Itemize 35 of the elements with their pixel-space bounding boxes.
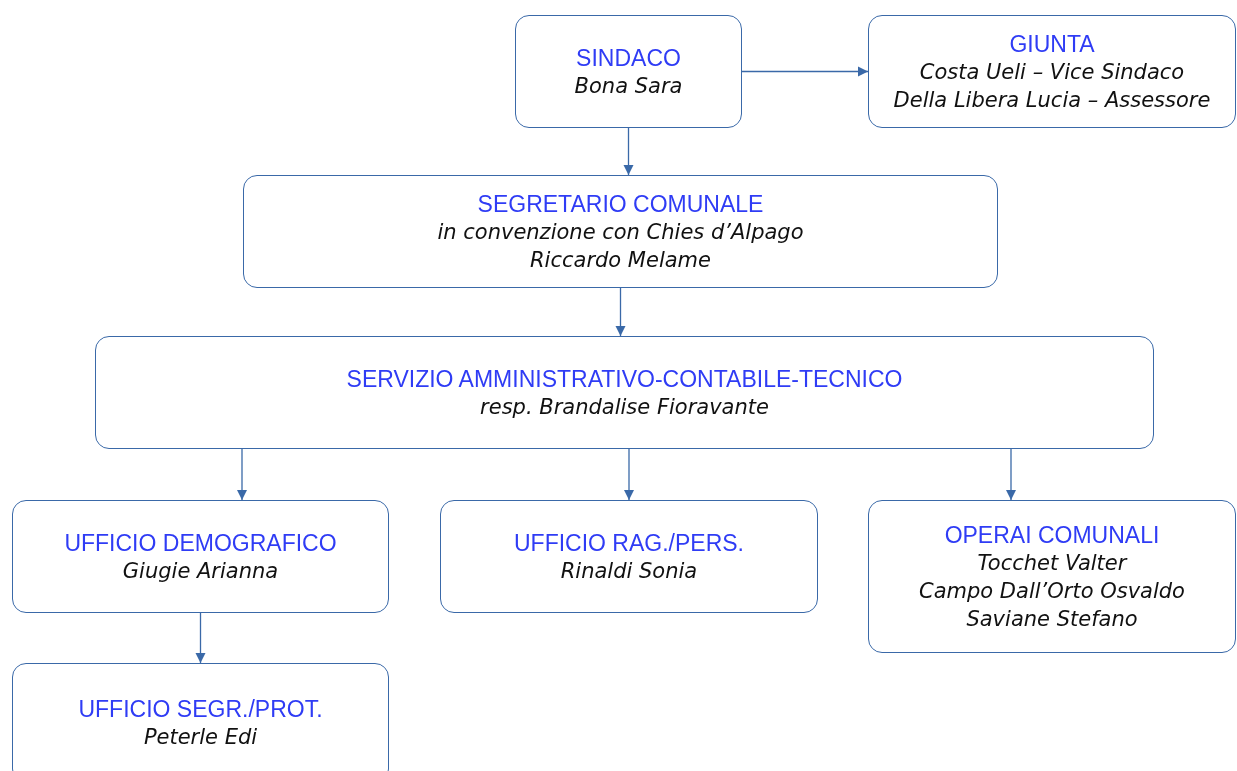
person-name: in convenzione con Chies d’Alpago <box>437 218 804 246</box>
office-title: SERVIZIO AMMINISTRATIVO-CONTABILE-TECNICO <box>346 364 903 393</box>
person-name: Della Libera Lucia – Assessore <box>893 86 1211 114</box>
office-title: UFFICIO RAG./PERS. <box>514 528 744 557</box>
org-box <box>12 663 389 771</box>
person-name: Campo Dall’Orto Osvaldo <box>919 577 1185 605</box>
office-title: SINDACO <box>576 43 681 72</box>
office-title: SEGRETARIO COMUNALE <box>477 189 764 218</box>
arrow <box>236 448 248 501</box>
person-name: resp. Brandalise Fioravante <box>480 393 769 421</box>
office-title: UFFICIO SEGR./PROT. <box>78 695 323 723</box>
org-box <box>868 15 1236 128</box>
person-name: Peterle Edi <box>143 724 258 751</box>
org-box <box>440 500 818 613</box>
person-name: Riccardo Melame <box>530 246 711 274</box>
arrow <box>195 612 206 664</box>
org-box <box>515 15 742 128</box>
org-box <box>868 500 1236 653</box>
person-name: Rinaldi Sonia <box>560 557 698 585</box>
arrow <box>623 127 634 176</box>
org-box <box>12 500 389 613</box>
arrow <box>615 287 626 337</box>
office-title: GIUNTA <box>1009 29 1095 58</box>
arrow <box>623 448 635 501</box>
office-title: UFFICIO DEMOGRAFICO <box>64 528 337 557</box>
person-name: Saviane Stefano <box>966 605 1138 633</box>
org-box <box>243 175 998 288</box>
person-name: Costa Ueli – Vice Sindaco <box>919 58 1185 86</box>
person-name: Tocchet Valter <box>977 549 1127 577</box>
org-box <box>95 336 1154 449</box>
arrow <box>1005 448 1017 501</box>
arrow <box>741 66 869 77</box>
office-title: OPERAI COMUNALI <box>944 520 1160 549</box>
person-name: Bona Sara <box>574 72 683 100</box>
person-name: Giugie Arianna <box>122 557 279 585</box>
